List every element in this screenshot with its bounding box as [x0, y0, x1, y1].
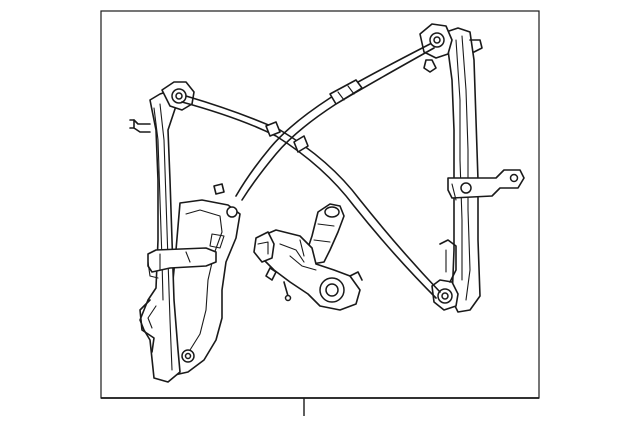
regulator-cables [181, 43, 441, 299]
left-guide-rail [129, 89, 181, 383]
window-regulator-assembly [129, 23, 525, 383]
right-guide-rail [445, 27, 483, 313]
right-lower-bracket [431, 239, 459, 311]
regulator-motor [253, 203, 363, 311]
diagram-frame [100, 10, 540, 399]
right-mounting-bracket [447, 169, 525, 201]
right-top-bracket [419, 23, 453, 73]
left-clamp-bracket [147, 247, 217, 279]
